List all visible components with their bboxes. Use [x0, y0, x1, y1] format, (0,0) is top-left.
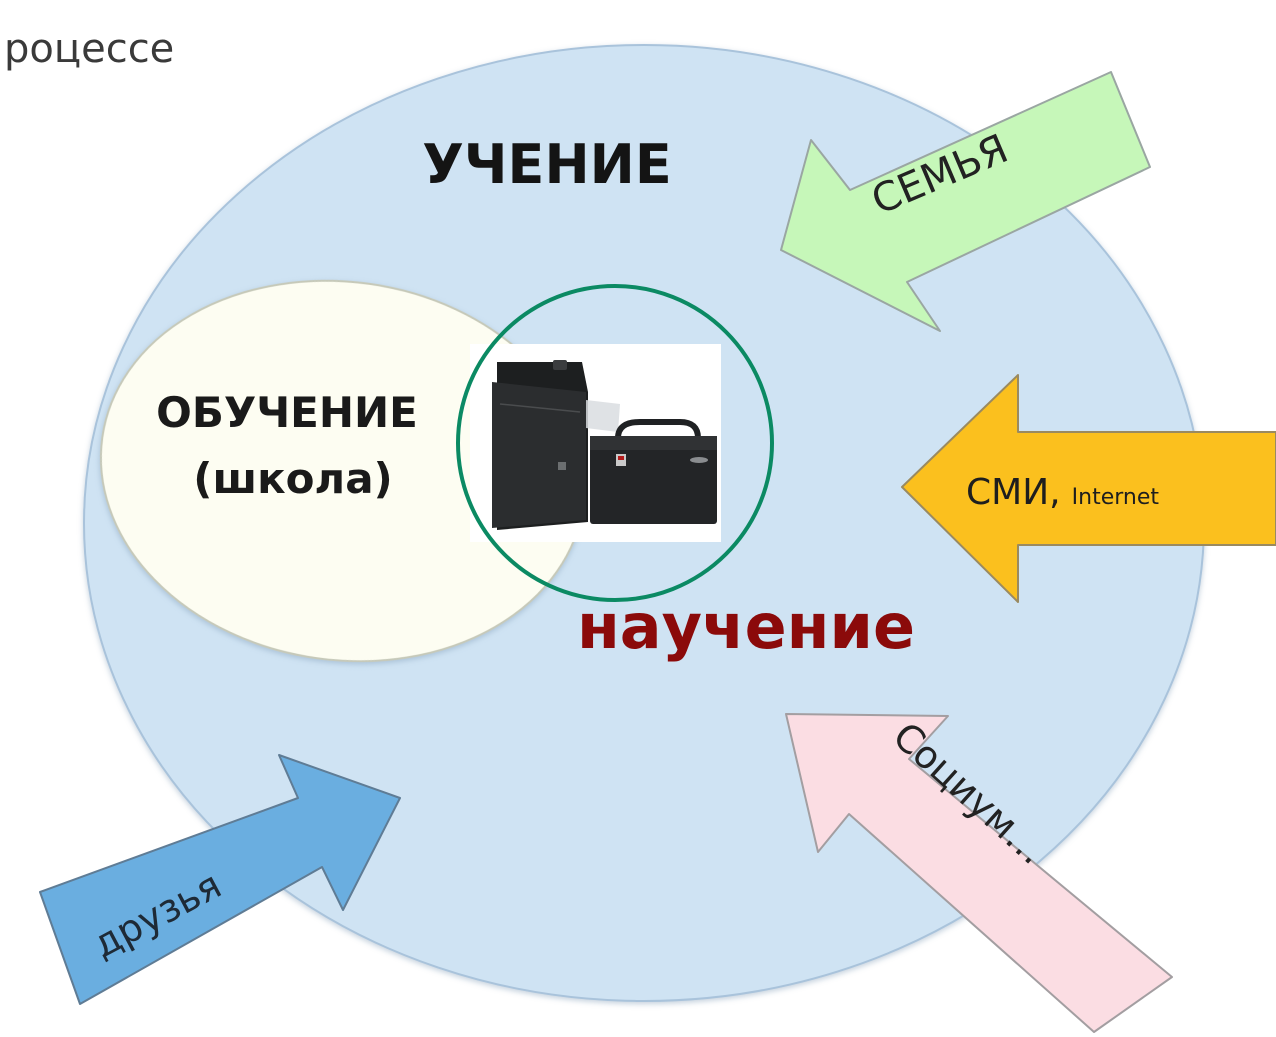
header-text: роцессе [4, 26, 174, 72]
briefcase-icon [590, 419, 717, 524]
arrow-media: СМИ, Internet [901, 374, 1276, 603]
arrow-media-sub: Internet [1072, 485, 1160, 510]
center-ring [456, 284, 774, 602]
center-label: научение [577, 590, 915, 663]
inner-label-line2: (школа) [193, 454, 392, 503]
outer-label: УЧЕНИЕ [422, 133, 671, 196]
arrow-media-label: СМИ, Internet [966, 472, 1159, 513]
folder-icon [492, 360, 620, 530]
arrow-media-main: СМИ, [966, 472, 1061, 513]
arrow-family: СЕМЬЯ [780, 71, 1151, 332]
inner-label-line1: ОБУЧЕНИЕ [156, 388, 418, 437]
briefcase-image [470, 344, 721, 542]
